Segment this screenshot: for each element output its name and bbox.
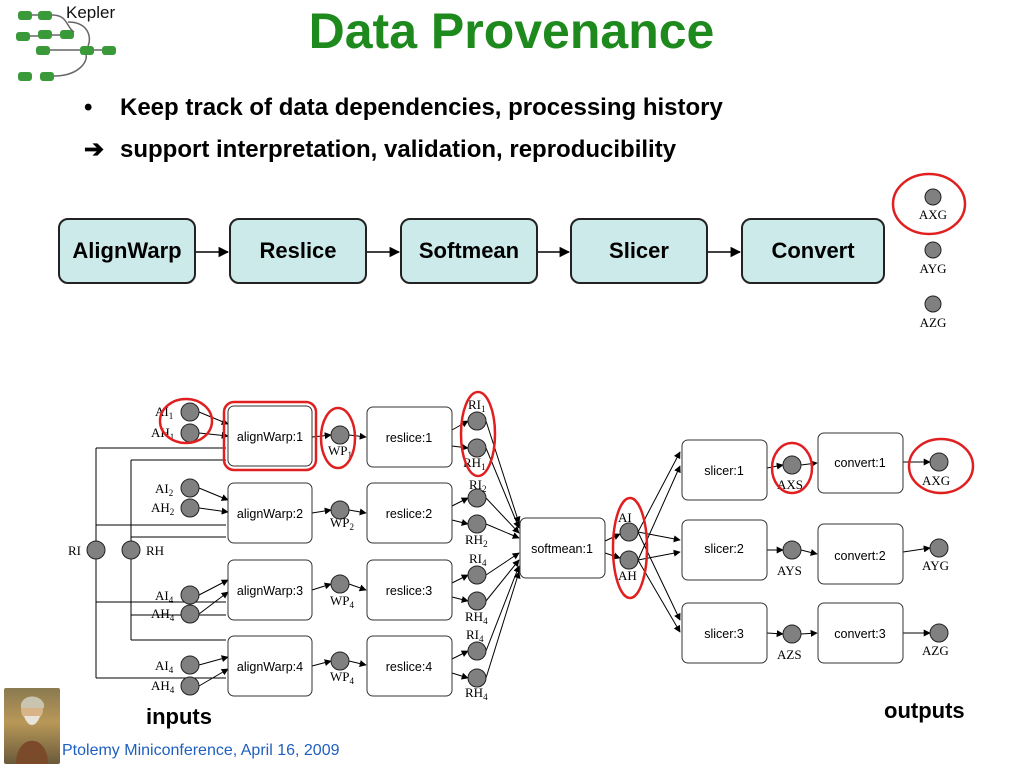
bullet-2-marker: ➔ xyxy=(84,136,105,163)
ri1-label: RI1 xyxy=(468,397,486,414)
bullet-1: • Keep track of data dependencies, proces… xyxy=(84,94,723,122)
pipeline-step-alignwarp: AlignWarp xyxy=(58,218,196,284)
ah2-label: AH2 xyxy=(151,500,174,517)
slicer-box-1 xyxy=(681,439,768,501)
bullet-1-marker: • xyxy=(84,94,93,121)
ai3-label: AI4 xyxy=(155,588,174,605)
alignwarp-label-1: alignWarp:1 xyxy=(237,430,303,444)
ri4-label: RI4 xyxy=(466,627,484,644)
ptolemy-portrait xyxy=(4,688,60,764)
axg-label: AXG xyxy=(922,473,950,488)
rh3-label: RH4 xyxy=(465,609,488,626)
process-labels: alignWarp:1 alignWarp:2 alignWarp:3 alig… xyxy=(237,430,886,674)
inputs-label: inputs xyxy=(146,704,212,729)
convert-label-3: convert:3 xyxy=(834,627,885,641)
top-output-ayg-label: AYG xyxy=(920,261,947,276)
reslice-label-3: reslice:3 xyxy=(386,584,433,598)
axs-label: AXS xyxy=(777,477,803,492)
pipeline-step-softmean: Softmean xyxy=(400,218,538,284)
wp2-label: WP2 xyxy=(330,515,354,532)
alignwarp-box-1 xyxy=(227,405,313,467)
bullet-1-text: Keep track of data dependencies, process… xyxy=(120,94,723,121)
azg-label: AZG xyxy=(922,643,949,658)
ays-label: AYS xyxy=(777,563,802,578)
output-node-azg xyxy=(924,295,942,313)
kepler-logo xyxy=(8,2,130,88)
convert-box-1 xyxy=(817,432,904,494)
softmean-box xyxy=(519,517,606,579)
ah3-label: AH4 xyxy=(151,606,175,623)
azs-label: AZS xyxy=(777,647,802,662)
ai1-label: AI1 xyxy=(155,404,173,421)
ah1-label: AH1 xyxy=(151,425,174,442)
reslice-label-4: reslice:4 xyxy=(386,660,433,674)
reslice-box-1 xyxy=(366,406,453,468)
output-node-ayg xyxy=(924,241,942,259)
ri3-label: RI4 xyxy=(469,551,487,568)
output-node-axg xyxy=(924,188,942,206)
node-labels: AI1 AH1 AI2 AH2 AI4 AH4 AI4 AH4 RI RH WP… xyxy=(68,397,950,702)
ah4-label: AH4 xyxy=(151,678,175,695)
softmean-ai-label: AI xyxy=(618,510,632,525)
slicer-box-2 xyxy=(681,519,768,581)
ayg-label: AYG xyxy=(922,558,949,573)
ri-ref-label: RI xyxy=(68,543,81,558)
reslice-box-3 xyxy=(366,559,453,621)
highlight-rings xyxy=(158,390,975,600)
highlight-ring xyxy=(891,172,967,236)
alignwarp-label-3: alignWarp:3 xyxy=(237,584,303,598)
convert-box-3 xyxy=(817,602,904,664)
slicer-box-3 xyxy=(681,602,768,664)
convert-label-1: convert:1 xyxy=(834,456,885,470)
reslice-label-1: reslice:1 xyxy=(386,431,433,445)
softmean-ah-label: AH xyxy=(618,568,637,583)
reslice-box-4 xyxy=(366,635,453,697)
process-boxes xyxy=(227,405,904,697)
footer-text: Ptolemy Miniconference, April 16, 2009 xyxy=(62,742,340,759)
rh4-label: RH4 xyxy=(465,685,488,702)
softmean-label: softmean:1 xyxy=(531,542,593,556)
bullet-2-text: support interpretation, validation, repr… xyxy=(120,136,677,163)
kepler-logo-graphic xyxy=(16,11,116,81)
graph-edges xyxy=(95,411,931,687)
wp4-label: WP4 xyxy=(330,669,355,686)
convert-box-2 xyxy=(817,523,904,585)
pipeline-step-reslice: Reslice xyxy=(229,218,367,284)
top-output-axg-label: AXG xyxy=(919,207,947,222)
pipeline-step-convert: Convert xyxy=(741,218,885,284)
alignwarp-box-4 xyxy=(227,635,313,697)
slicer-label-1: slicer:1 xyxy=(704,464,744,478)
ri2-label: RI2 xyxy=(469,477,487,494)
wp1-label: WP1 xyxy=(328,443,352,460)
top-outputs: AXG AYG AZG xyxy=(891,172,967,330)
alignwarp-box-3 xyxy=(227,559,313,621)
ai2-label: AI2 xyxy=(155,481,173,498)
slicer-label-2: slicer:2 xyxy=(704,542,744,556)
bullet-2: ➔ support interpretation, validation, rep… xyxy=(84,135,676,164)
top-output-azg-label: AZG xyxy=(920,315,947,330)
slide-title: Data Provenance xyxy=(308,3,715,59)
kepler-logo-text: Kepler xyxy=(66,3,116,22)
rh-ref-label: RH xyxy=(146,543,164,558)
data-nodes xyxy=(86,402,949,696)
alignwarp-label-2: alignWarp:2 xyxy=(237,507,303,521)
outputs-label: outputs xyxy=(884,698,965,723)
portrait-graphic xyxy=(16,696,48,764)
alignwarp-box-2 xyxy=(227,482,313,544)
wp3-label: WP4 xyxy=(330,593,355,610)
alignwarp-label-4: alignWarp:4 xyxy=(237,660,303,674)
reslice-label-2: reslice:2 xyxy=(386,507,433,521)
slicer-label-3: slicer:3 xyxy=(704,627,744,641)
ai4-label: AI4 xyxy=(155,658,174,675)
convert-label-2: convert:2 xyxy=(834,549,885,563)
pipeline-step-slicer: Slicer xyxy=(570,218,708,284)
reslice-box-2 xyxy=(366,482,453,544)
rh2-label: RH2 xyxy=(465,532,488,549)
